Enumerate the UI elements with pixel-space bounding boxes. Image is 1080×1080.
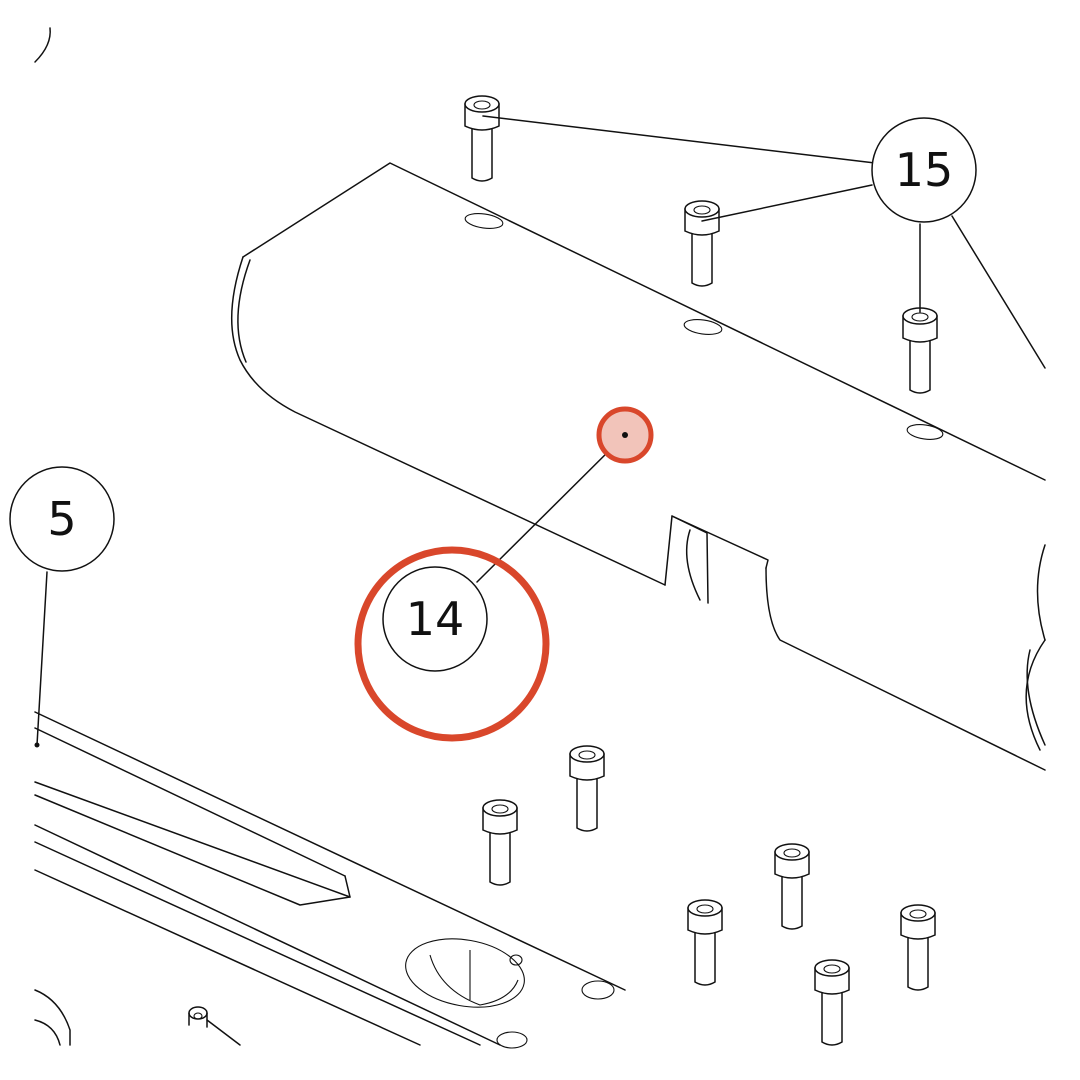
socket-head-cap-screw-icon	[482, 799, 518, 886]
balloon-15-label: 15	[895, 143, 954, 197]
lower-body-part	[34, 711, 626, 1049]
balloon-15[interactable]: 15	[871, 117, 977, 223]
balloon-5-label: 5	[47, 492, 76, 546]
screw-set	[464, 95, 938, 1046]
socket-head-cap-screw-icon	[569, 745, 605, 832]
balloon-14-label: 14	[406, 592, 465, 646]
socket-head-cap-screw-icon	[900, 904, 936, 991]
balloon-5[interactable]: 5	[9, 466, 115, 572]
upper-housing-part	[230, 162, 1046, 771]
socket-head-cap-screw-icon	[464, 95, 500, 182]
highlight-ring	[354, 546, 550, 742]
small-setscrew	[188, 1006, 241, 1046]
socket-head-cap-screw-icon	[684, 200, 720, 287]
leader-endpoint-dot	[622, 432, 628, 438]
partial-part-edge	[34, 27, 51, 63]
socket-head-cap-screw-icon	[902, 307, 938, 394]
socket-head-cap-screw-icon	[687, 899, 723, 986]
leader-lines	[34, 115, 1046, 748]
socket-head-cap-screw-icon	[774, 843, 810, 930]
socket-head-cap-screw-icon	[814, 959, 850, 1046]
balloon-14[interactable]: 14	[382, 566, 488, 672]
